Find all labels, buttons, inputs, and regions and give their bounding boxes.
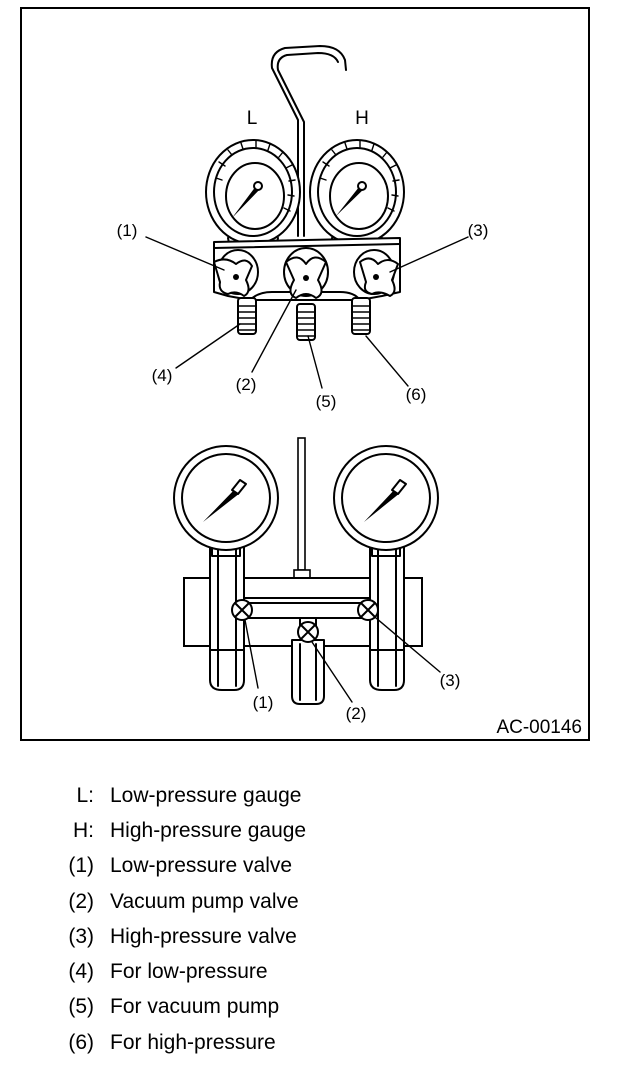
top-manifold-illustration: L H (1) (3) (4) (2) (5) (6) (117, 45, 489, 411)
low-pressure-hose-fitting (237, 297, 257, 335)
legend-row: (3) High-pressure valve (56, 919, 576, 954)
schematic-high-pressure-valve (357, 599, 379, 621)
hanger-hook (270, 45, 347, 237)
label-top-3: (3) (468, 221, 489, 240)
legend-row: L: Low-pressure gauge (56, 778, 576, 813)
manifold-gauge-diagram: L H (1) (3) (4) (2) (5) (6) (20, 7, 590, 741)
legend-text: Low-pressure gauge (110, 783, 302, 807)
legend-row: H: High-pressure gauge (56, 813, 576, 848)
legend-text: Vacuum pump valve (110, 889, 299, 913)
legend-key: (3) (68, 924, 94, 948)
high-pressure-valve-knob (353, 249, 399, 297)
legend-row: (5) For vacuum pump (56, 990, 576, 1025)
legend: L: Low-pressure gauge H: High-pressure g… (56, 778, 576, 1060)
high-pressure-hose-fitting (351, 297, 371, 335)
legend-key: L: (76, 783, 94, 807)
label-top-1: (1) (117, 221, 138, 240)
legend-key: (6) (68, 1030, 94, 1054)
legend-text: For vacuum pump (110, 995, 280, 1019)
label-L: L (247, 108, 258, 129)
low-pressure-gauge (205, 139, 301, 249)
label-top-2: (2) (236, 375, 257, 394)
low-pressure-valve-knob (213, 249, 259, 297)
figure-frame (20, 7, 590, 741)
figure-code: AC-00146 (496, 717, 582, 738)
high-pressure-gauge (309, 139, 405, 249)
legend-row: (2) Vacuum pump valve (56, 884, 576, 919)
legend-key: (2) (68, 889, 94, 913)
label-bottom-3: (3) (440, 671, 461, 690)
label-bottom-1: (1) (253, 693, 274, 712)
legend-text: For high-pressure (110, 1030, 276, 1054)
label-top-4: (4) (152, 366, 173, 385)
legend-key: (1) (68, 854, 94, 878)
vacuum-pump-hose-fitting (296, 303, 316, 341)
legend-text: For low-pressure (110, 960, 268, 984)
legend-row: (1) Low-pressure valve (56, 849, 576, 884)
schematic-high-pressure-gauge (333, 445, 439, 557)
legend-key: (5) (68, 995, 94, 1019)
legend-text: Low-pressure valve (110, 854, 293, 878)
label-top-6: (6) (406, 385, 427, 404)
legend-text: High-pressure gauge (110, 818, 307, 842)
legend-text: High-pressure valve (110, 924, 297, 948)
legend-key: (4) (68, 960, 94, 984)
legend-key: H: (73, 818, 94, 842)
legend-row: (6) For high-pressure (56, 1025, 576, 1060)
schematic-low-pressure-valve (231, 599, 253, 621)
label-bottom-2: (2) (346, 704, 367, 723)
legend-row: (4) For low-pressure (56, 954, 576, 989)
vacuum-pump-valve-knob (283, 247, 329, 299)
label-top-5: (5) (316, 392, 337, 411)
schematic-vacuum-pump-valve (297, 621, 319, 643)
center-stem (297, 437, 306, 571)
label-H: H (355, 108, 369, 129)
schematic-low-pressure-gauge (173, 445, 279, 557)
manifold-schematic: (1) (2) (3) (173, 437, 461, 723)
